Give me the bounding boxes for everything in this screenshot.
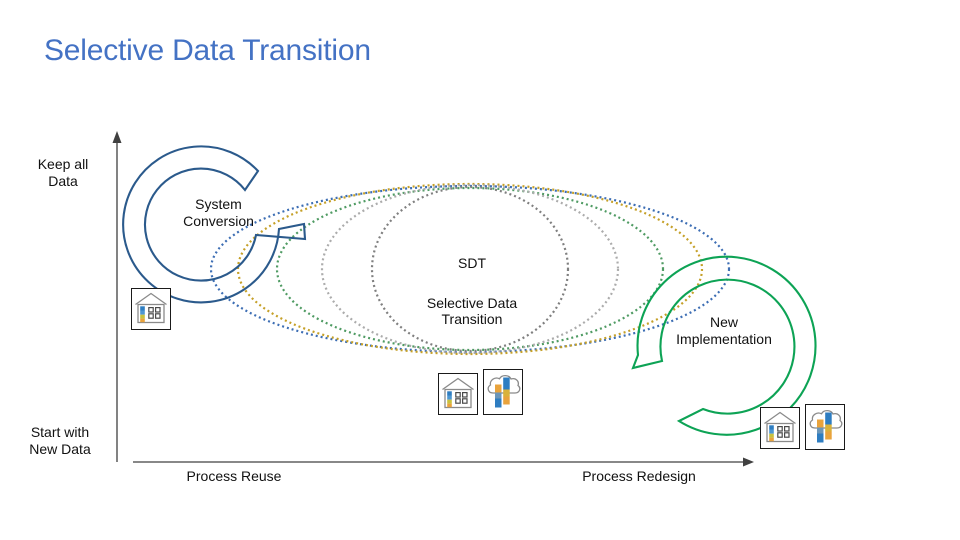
on-premise-building-icon xyxy=(437,372,479,416)
new-implementation-arc xyxy=(631,255,817,436)
scope-ellipse-yellow xyxy=(236,182,704,356)
x-axis-right-label: Process Redesign xyxy=(582,468,696,484)
system-conversion-label: System Conversion xyxy=(183,196,254,229)
y-axis-bottom-label: Start with New Data xyxy=(29,424,91,457)
cloud-system-icon xyxy=(804,403,846,451)
x-axis-left-label: Process Reuse xyxy=(186,468,282,484)
scope-ellipse-green xyxy=(275,186,665,352)
sdt-full-label: Selective Data Transition xyxy=(426,294,518,328)
page-title: Selective Data Transition xyxy=(44,34,371,67)
scope-ellipse-darkgray xyxy=(370,185,570,353)
on-premise-building-icon xyxy=(130,287,172,331)
scope-ellipse-lightgray xyxy=(320,183,620,355)
y-axis-arrow-icon xyxy=(112,131,122,143)
x-axis-arrow-icon xyxy=(743,457,754,467)
new-implementation-label: New Implementation xyxy=(676,314,772,347)
on-premise-building-icon xyxy=(759,406,801,450)
cloud-system-icon xyxy=(482,368,524,416)
system-conversion-arc xyxy=(122,145,307,304)
sdt-abbr-label: SDT xyxy=(458,254,486,271)
y-axis-top-label: Keep all Data xyxy=(37,156,89,189)
sdt-label-block: SDT Selective Data Transition xyxy=(392,238,552,344)
